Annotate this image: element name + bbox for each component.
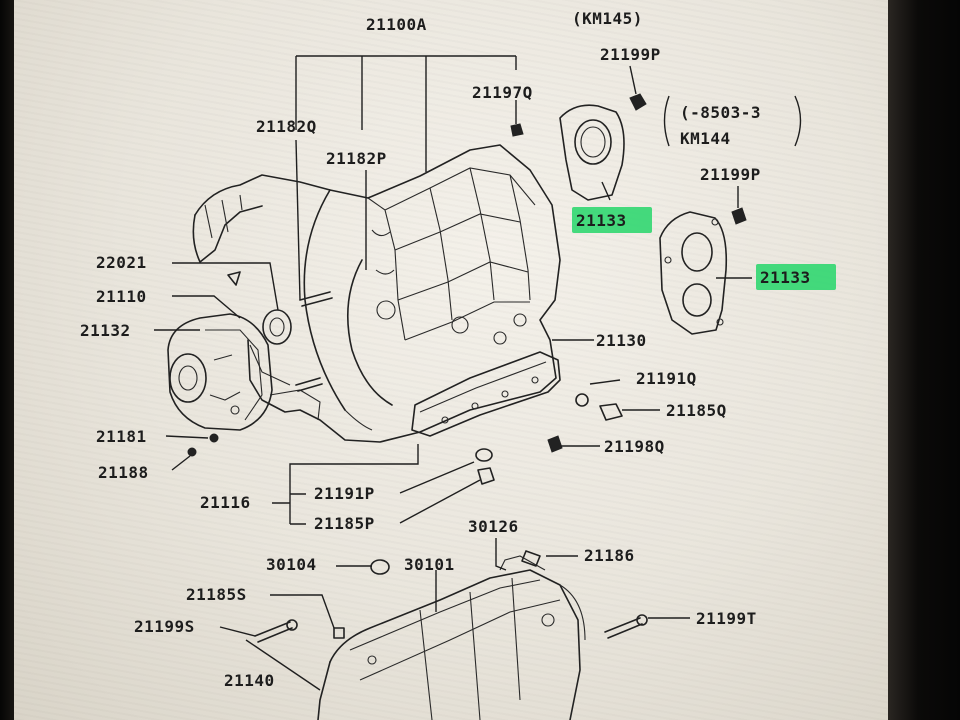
label-21199S: 21199S (134, 617, 195, 636)
label-21100A: 21100A (366, 15, 427, 34)
label-30126: 30126 (468, 517, 519, 536)
label-21130: 21130 (596, 331, 647, 350)
label-21140: 21140 (224, 671, 275, 690)
fasteners (187, 93, 747, 643)
label-21186: 21186 (584, 546, 635, 565)
label-21110: 21110 (96, 287, 147, 306)
leader-lines (154, 55, 802, 691)
label-21132: 21132 (80, 321, 131, 340)
label-30101: 30101 (404, 555, 455, 574)
gasket-right (659, 211, 728, 335)
label-21188: 21188 (98, 463, 149, 482)
part-labels: 21100A (KM145) 21199P 21197Q (-8503-3 KM… (80, 9, 811, 690)
label-km145: (KM145) (572, 9, 643, 28)
o-ring-22021 (227, 271, 241, 286)
label-21116: 21116 (200, 493, 251, 512)
gasket-top (559, 104, 625, 201)
label-21198Q: 21198Q (604, 437, 665, 456)
label-21199P-top: 21199P (600, 45, 661, 64)
monitor-screen (14, 0, 890, 720)
transmission-case (192, 144, 561, 443)
oil-seal (262, 309, 292, 345)
highlight-21133-top (572, 207, 652, 233)
highlight-21133-right (756, 264, 836, 290)
label-21185P: 21185P (314, 514, 375, 533)
label-21197Q: 21197Q (472, 83, 533, 102)
label-21133-top: 21133 (576, 211, 627, 230)
label-21182P: 21182P (326, 149, 387, 168)
label-21133-right: 21133 (760, 268, 811, 287)
label-22021: 22021 (96, 253, 147, 272)
label-21185S: 21185S (186, 585, 247, 604)
label-21199P-right: 21199P (700, 165, 761, 184)
front-oil-pump (167, 313, 273, 431)
label-range-line1: (-8503-3 (680, 103, 761, 122)
monitor-bezel-left (0, 0, 16, 720)
label-21182Q: 21182Q (256, 117, 317, 136)
label-21191P: 21191P (314, 484, 375, 503)
label-21185Q: 21185Q (666, 401, 727, 420)
label-21191Q: 21191Q (636, 369, 697, 388)
label-30104: 30104 (266, 555, 317, 574)
monitor-bezel-right (888, 0, 960, 720)
label-range-line2: KM144 (680, 129, 731, 148)
label-21199T: 21199T (696, 609, 757, 628)
label-21181: 21181 (96, 427, 147, 446)
extension-housing (317, 555, 586, 720)
